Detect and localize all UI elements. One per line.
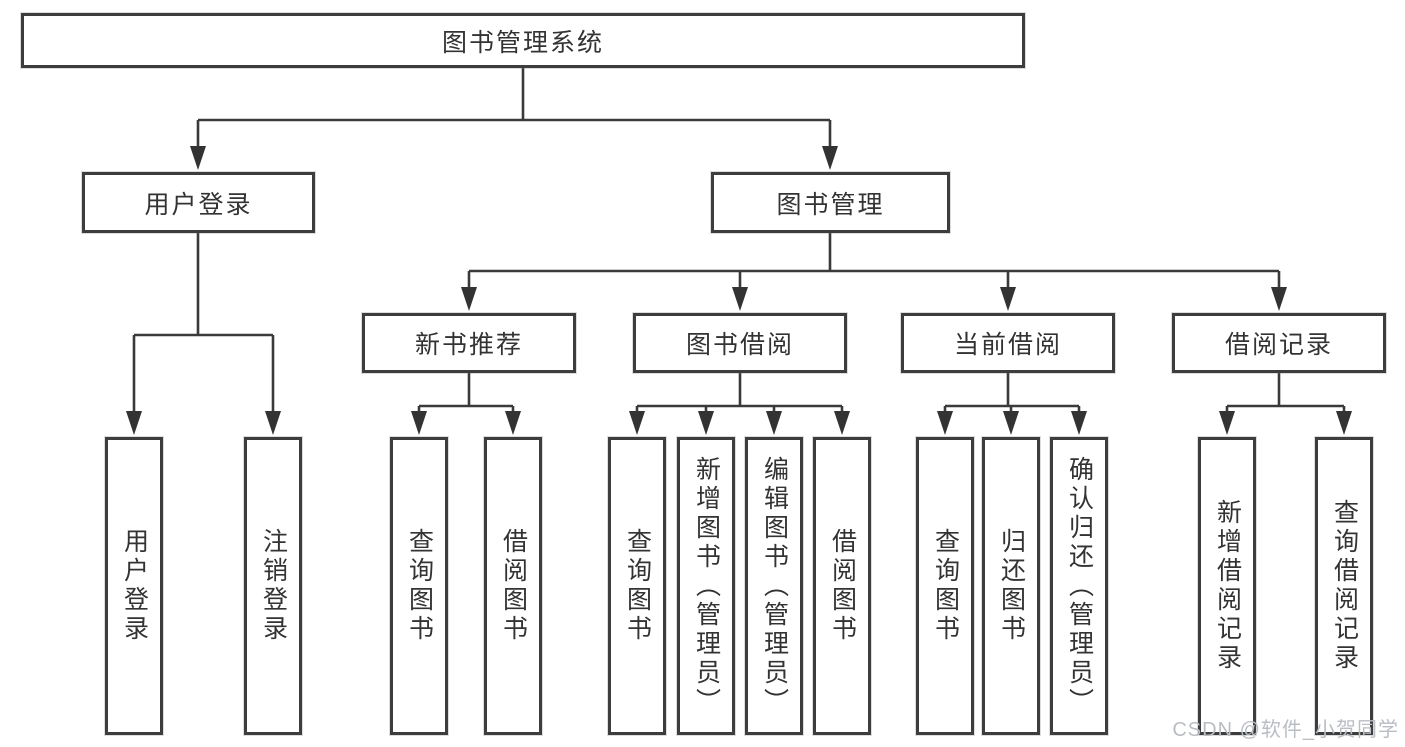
- node-label: 注销登录: [259, 528, 288, 644]
- node-label: 查询图书: [623, 528, 652, 644]
- node-library-management-system: 图书管理系统: [21, 13, 1025, 68]
- leaf-query-books-2: 查询图书: [608, 437, 666, 735]
- leaf-borrow-books-2: 借阅图书: [813, 437, 871, 735]
- node-book-borrowing: 图书借阅: [633, 313, 847, 373]
- leaf-borrow-books-1: 借阅图书: [484, 437, 542, 735]
- csdn-watermark: CSDN @软件_小贺同学: [1172, 719, 1399, 741]
- node-label: 查询图书: [931, 528, 960, 644]
- node-label: 查询借阅记录: [1330, 499, 1359, 673]
- node-label: 图书借阅: [685, 331, 794, 359]
- node-label: 借阅图书: [828, 528, 857, 644]
- leaf-query-borrow-record: 查询借阅记录: [1315, 437, 1373, 735]
- leaf-edit-books-admin: 编辑图书（管理员）: [745, 437, 803, 735]
- node-label: 当前借阅: [953, 331, 1062, 359]
- node-label: 用户登录: [120, 528, 149, 644]
- leaf-add-borrow-record: 新增借阅记录: [1198, 437, 1256, 735]
- node-borrowing-records: 借阅记录: [1172, 313, 1386, 373]
- node-current-borrowing: 当前借阅: [901, 313, 1115, 373]
- leaf-query-books-3: 查询图书: [916, 437, 974, 735]
- node-label: 借阅记录: [1224, 331, 1333, 359]
- node-book-management: 图书管理: [711, 172, 950, 233]
- leaf-add-books-admin: 新增图书（管理员）: [677, 437, 735, 735]
- leaf-confirm-return-admin: 确认归还（管理员）: [1050, 437, 1108, 735]
- node-label: 新增图书（管理员）: [692, 455, 721, 717]
- leaf-user-login: 用户登录: [105, 437, 163, 735]
- node-new-book-recommendation: 新书推荐: [362, 313, 576, 373]
- node-label: 用户登录: [144, 190, 253, 219]
- node-label: 编辑图书（管理员）: [760, 455, 789, 717]
- node-label: 新书推荐: [414, 331, 523, 359]
- leaf-query-books-1: 查询图书: [390, 437, 448, 735]
- node-label: 图书管理: [776, 190, 885, 219]
- node-label: 借阅图书: [499, 528, 528, 644]
- node-label: 确认归还（管理员）: [1065, 455, 1094, 717]
- leaf-return-books: 归还图书: [982, 437, 1040, 735]
- leaf-logout: 注销登录: [244, 437, 302, 735]
- node-label: 新增借阅记录: [1213, 499, 1242, 673]
- node-label: 图书管理系统: [441, 28, 604, 57]
- node-label: 归还图书: [997, 528, 1026, 644]
- node-label: 查询图书: [405, 528, 434, 644]
- node-user-login: 用户登录: [82, 172, 315, 233]
